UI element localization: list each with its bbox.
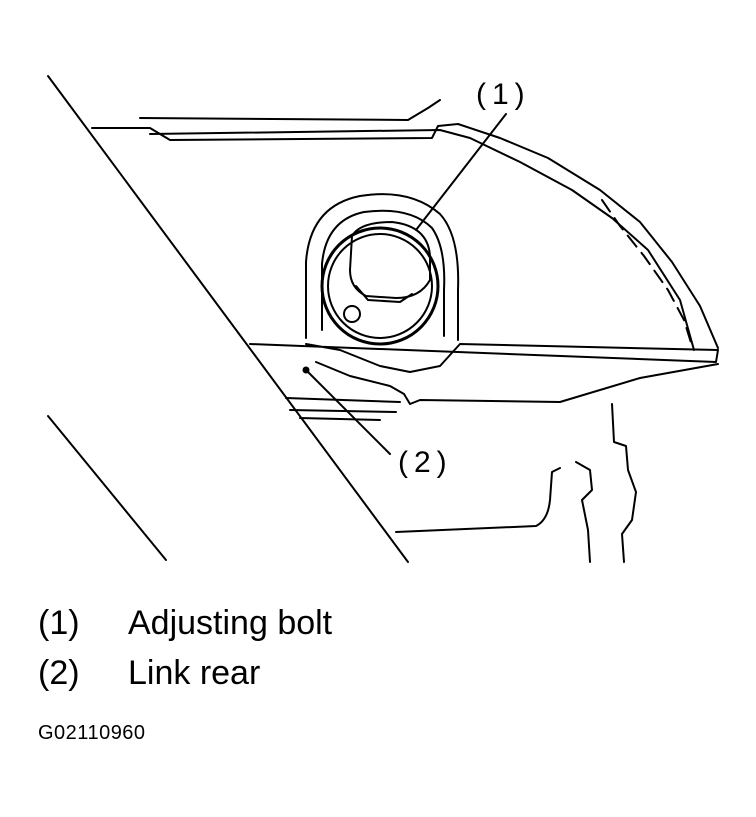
legend: (1) Adjusting bolt (2) Link rear [38,604,638,704]
legend-number: (1) [38,604,80,642]
legend-item: (2) Link rear [38,654,638,704]
leader-line-2 [305,369,391,455]
lower-housing-right [611,403,637,563]
legend-number: (2) [38,654,80,692]
frame-edge-line-lower [47,415,167,561]
upper-body-inner-line [139,99,695,351]
lower-housing-step [575,461,593,563]
technical-illustration: (1) (2) [47,75,719,563]
bolt-pin-hole [343,305,361,323]
legend-item: (1) Adjusting bolt [38,604,638,654]
bolt-washer-inner [327,233,433,339]
bolt-head [349,221,431,299]
dashed-edge [601,199,693,347]
lower-housing-curve [395,467,561,533]
upper-body-outline [91,123,719,349]
leader-line-1 [415,113,507,231]
link-plate-lower [315,361,719,405]
link-plate-ledge [285,397,401,421]
callout-2-label: (2) [398,446,453,479]
frame-edge-line [47,75,409,563]
bracket-inner-housing [321,209,446,337]
bolt-shoulder [355,285,413,303]
bolt-washer [320,226,440,346]
bracket-housing [305,193,460,341]
leader-dot-2 [302,366,310,374]
legend-text: Adjusting bolt [128,604,333,642]
figure-id: G02110960 [38,722,146,744]
link-plate-top [249,343,719,373]
legend-text: Link rear [128,654,261,692]
callout-1-label: (1) [476,78,531,111]
